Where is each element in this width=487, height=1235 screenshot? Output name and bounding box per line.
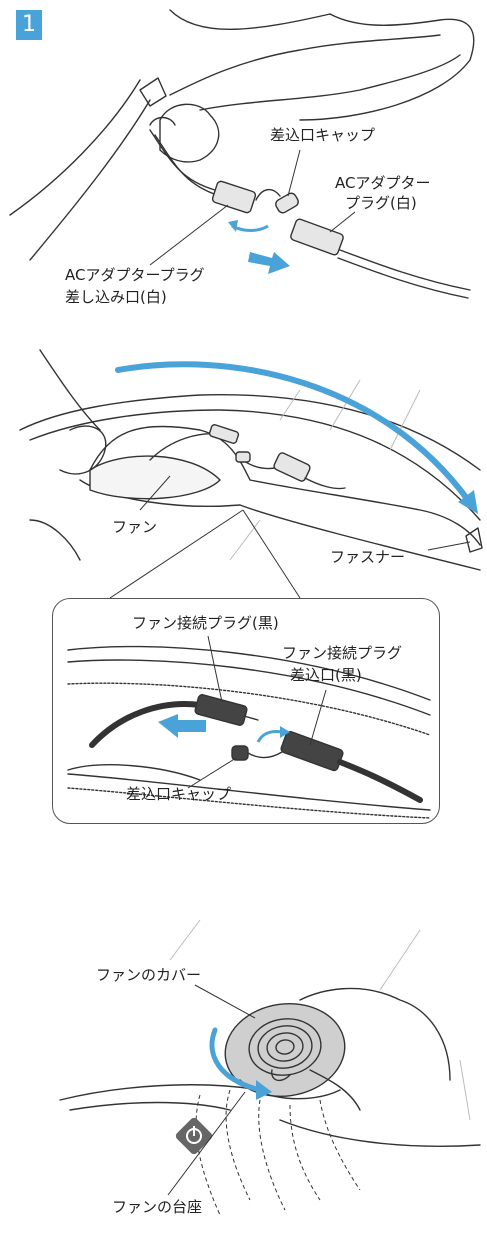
power-icon [175, 1117, 213, 1155]
label-cap-panel1: 差込口キャップ [270, 126, 376, 144]
label-ac-socket-line1: ACアダプタープラグ [65, 266, 205, 284]
label-fan-base: ファンの台座 [112, 1198, 203, 1216]
label-ac-plug-line2: プラグ(白) [345, 194, 417, 212]
label-fan-plug: ファン接続プラグ(黒) [132, 614, 279, 632]
label-cap-inset: 差込口キャップ [126, 785, 232, 803]
step-number-badge: 1 [16, 10, 42, 40]
label-zipper: ファスナー [330, 548, 406, 566]
label-ac-socket-line2: 差し込み口(白) [65, 288, 167, 306]
label-fan-socket-line2: 差込口(黒) [290, 666, 362, 684]
label-fan: ファン [112, 518, 158, 536]
label-fan-socket-line1: ファン接続プラグ [282, 644, 403, 662]
label-ac-plug-line1: ACアダプター [335, 174, 431, 192]
label-fan-cover: ファンのカバー [96, 966, 202, 984]
